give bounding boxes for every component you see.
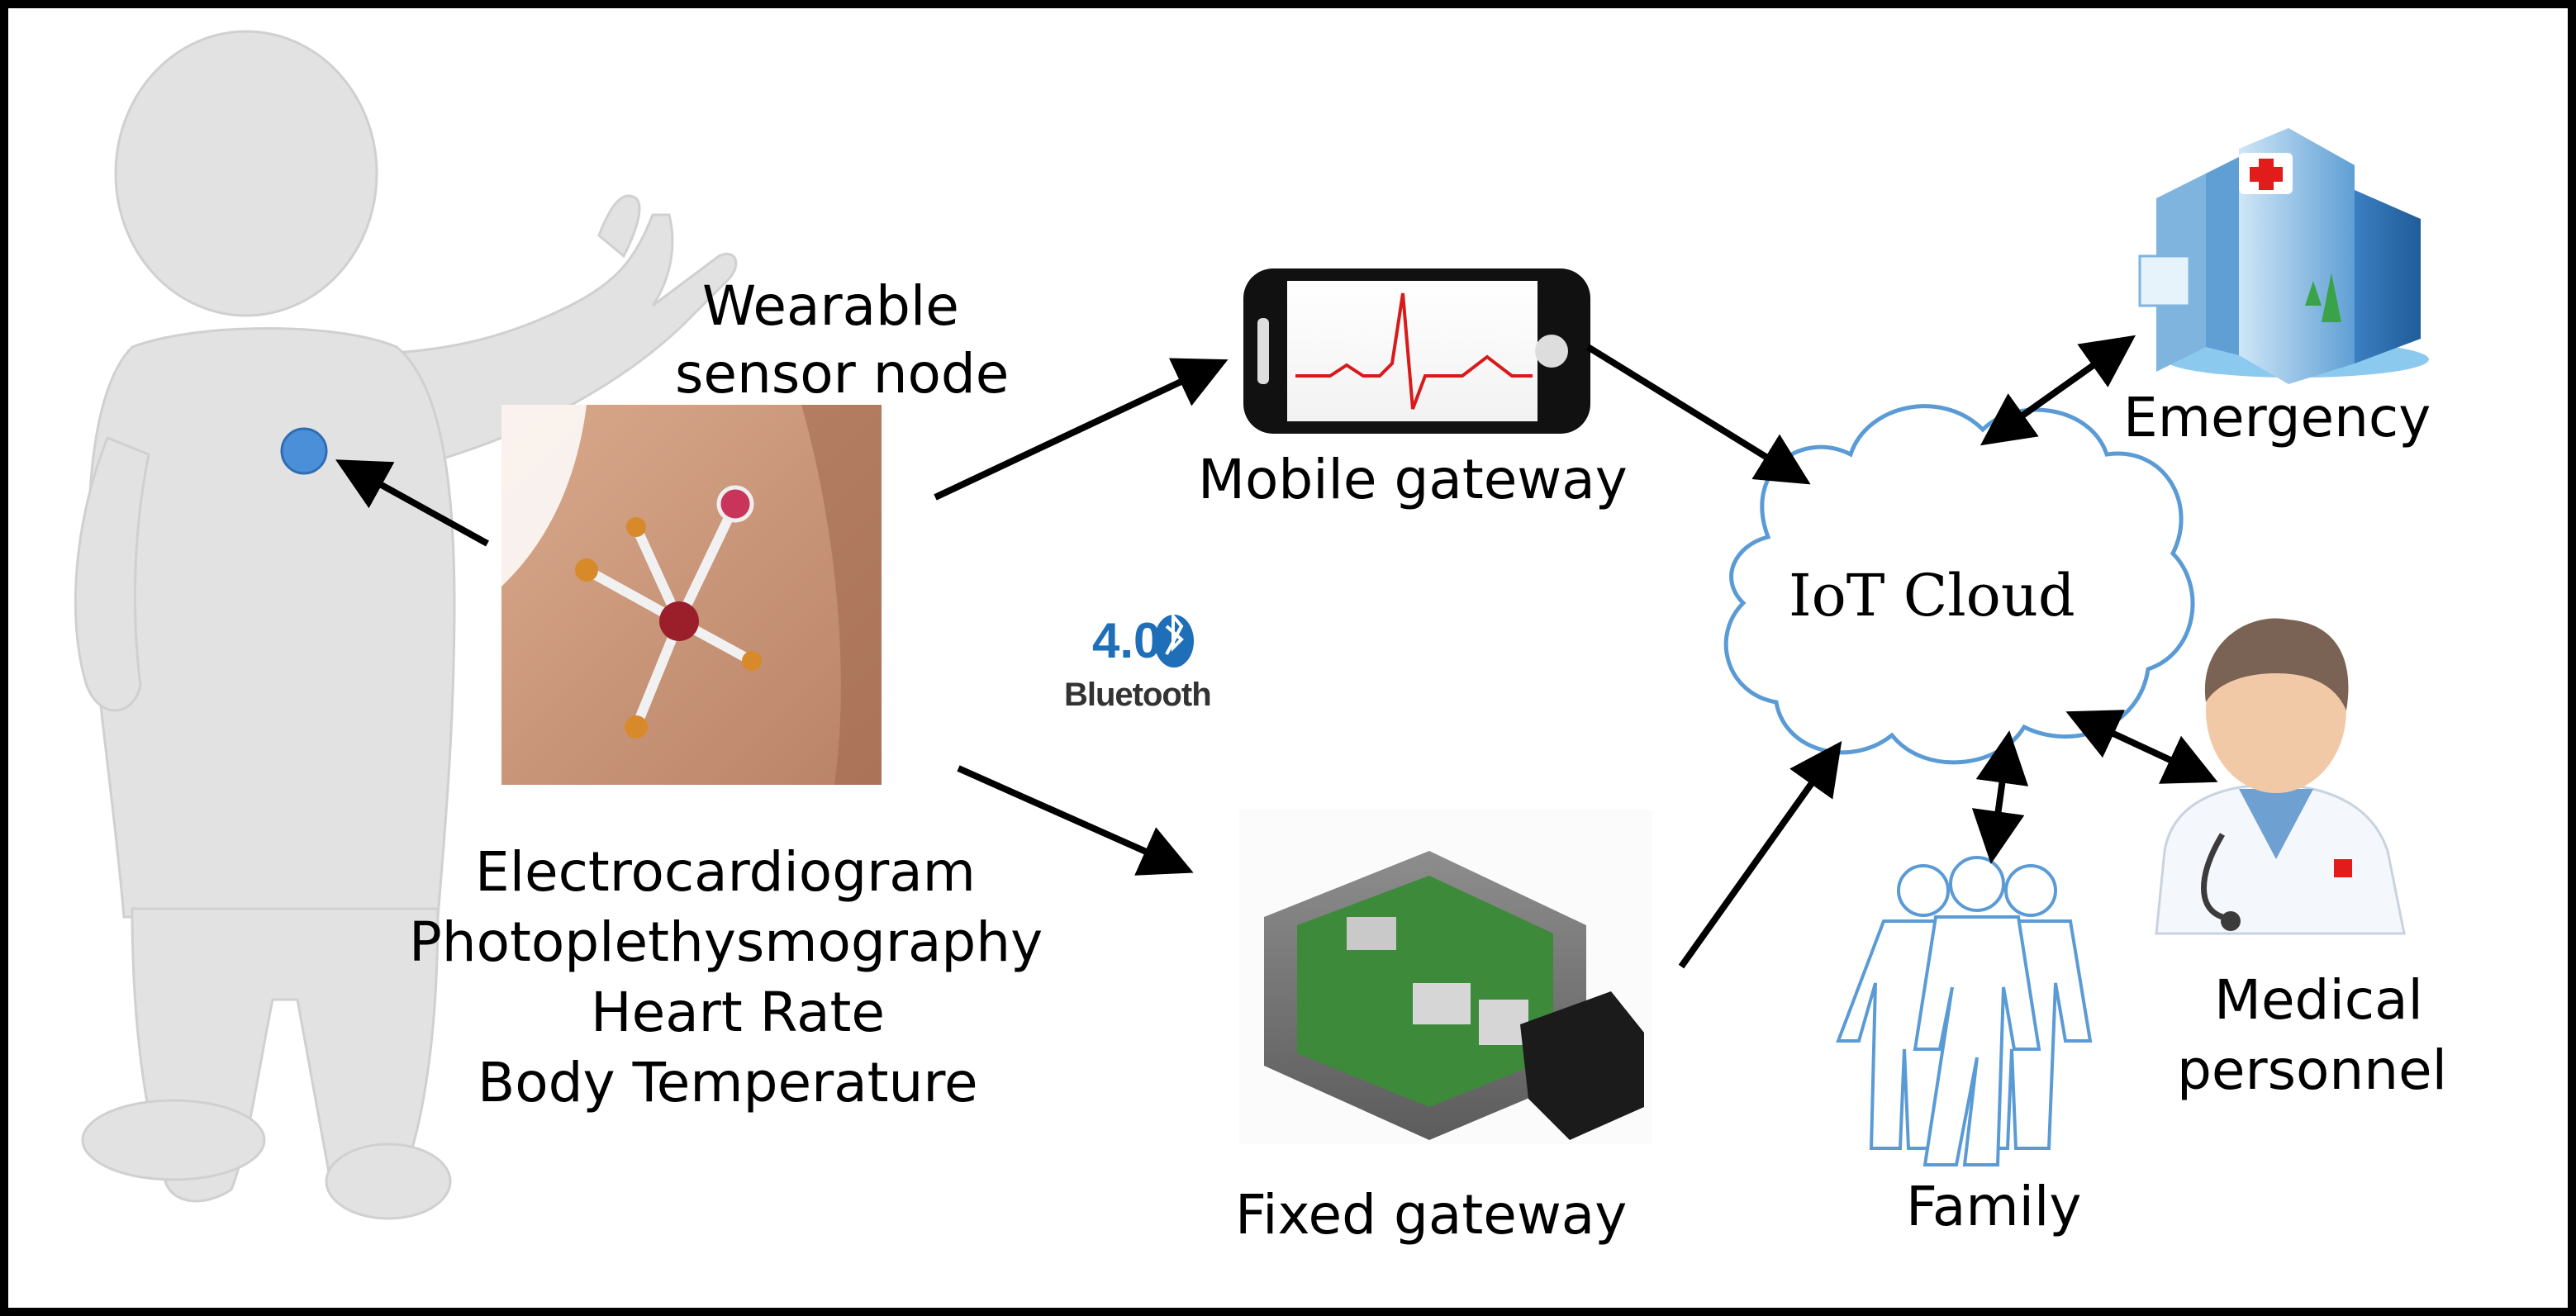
mobile-phone-icon <box>1243 268 1590 434</box>
ecg-trace <box>1295 292 1533 410</box>
arrow-fixed-to-cloud <box>1678 740 1842 969</box>
signal-body-temperature: Body Temperature <box>478 1051 978 1114</box>
signal-heart-rate: Heart Rate <box>591 981 886 1044</box>
cloud-label: IoT Cloud <box>1789 562 2075 629</box>
hospital-building-icon <box>2138 128 2429 384</box>
bluetooth-brand: Bluetooth <box>1064 677 1212 713</box>
emergency-label: Emergency <box>2123 386 2431 449</box>
family-label: Family <box>1906 1175 2082 1238</box>
fixed-gateway-label: Fixed gateway <box>1235 1183 1628 1247</box>
medical-label-line2: personnel <box>2177 1038 2448 1102</box>
arrow-cloud-family <box>1971 730 2029 864</box>
doctor-icon <box>2155 618 2406 935</box>
arrows <box>335 335 2218 969</box>
wearable-label-line1: Wearable <box>702 274 959 338</box>
mobile-gateway-label: Mobile gateway <box>1198 448 1628 511</box>
diagram-svg <box>74 30 2429 1220</box>
wearable-sensor-photo <box>501 405 882 785</box>
arrow-cloud-emergency <box>1980 335 2136 446</box>
arrow-sensor-to-fixed <box>957 765 1194 876</box>
bluetooth-logo <box>1154 611 1194 668</box>
sensor-location-dot <box>280 427 328 475</box>
wearable-label-line2: sensor node <box>675 342 1010 406</box>
family-icon <box>1836 856 2093 1166</box>
iot-cloud-shape <box>1723 404 2195 765</box>
medical-label-line1: Medical <box>2214 968 2423 1032</box>
diagram-canvas: Wearable sensor node Electrocardiogram P… <box>8 8 2568 1308</box>
signal-ppg: Photoplethysmography <box>409 910 1043 974</box>
human-figure <box>74 30 738 1220</box>
bluetooth-version: 4.0 <box>1092 613 1162 668</box>
arrow-mobile-to-cloud <box>1585 344 1811 485</box>
arrow-cloud-doctor <box>2065 710 2218 784</box>
signal-ecg: Electrocardiogram <box>475 840 976 904</box>
arrow-sensor-to-mobile <box>934 358 1229 501</box>
raspberry-pi-icon <box>1239 810 1652 1144</box>
arrow-photo-to-body <box>335 459 489 547</box>
